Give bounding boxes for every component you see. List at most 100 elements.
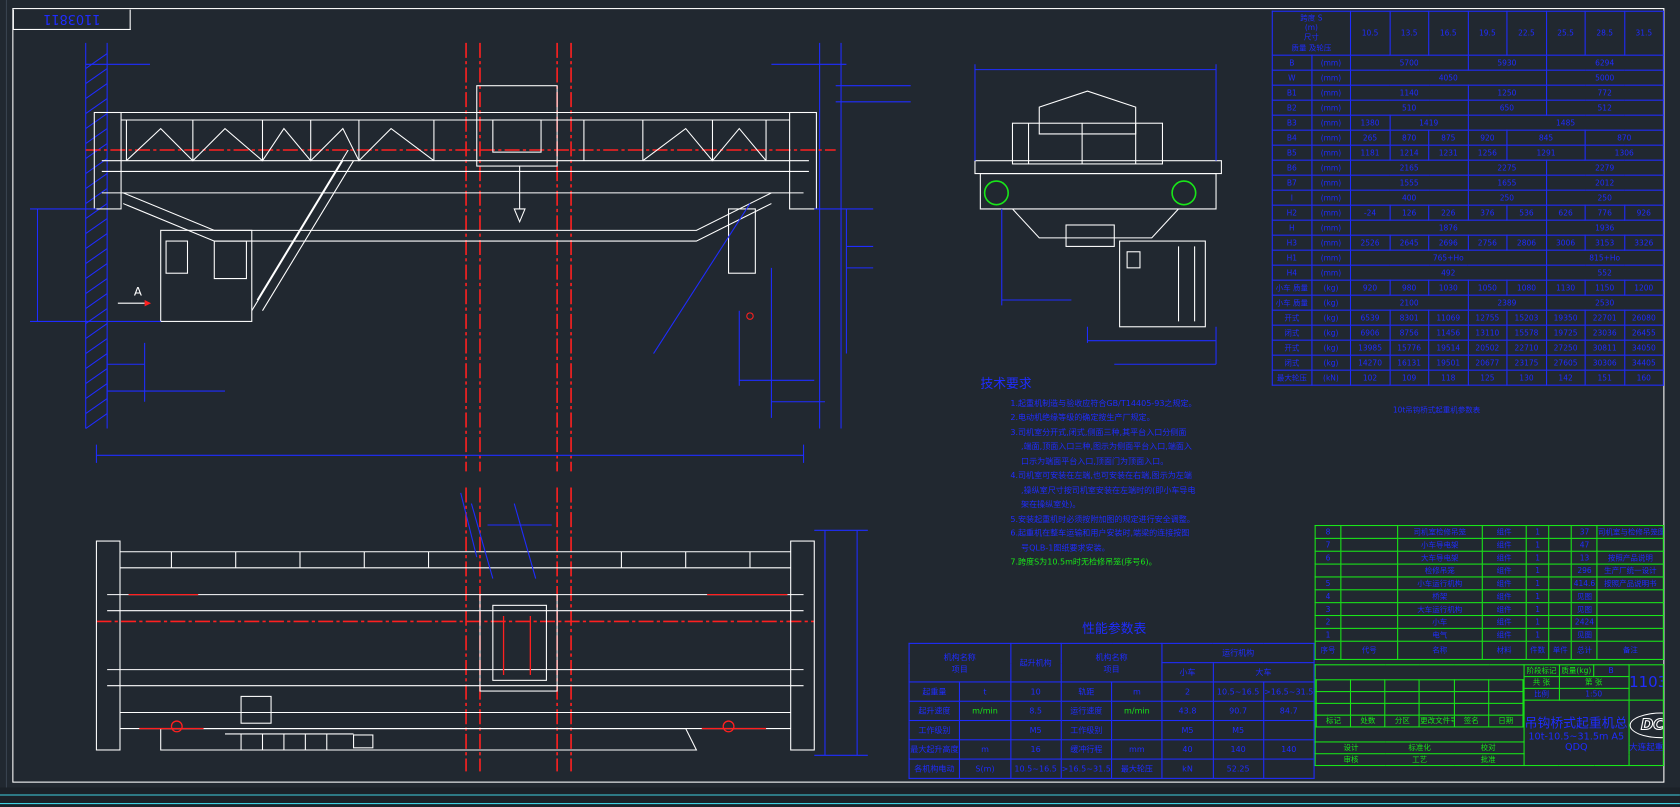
revision-grid: 标记处数分区更改文件号签名日期 xyxy=(1314,664,1525,743)
sign-cell xyxy=(1384,702,1421,716)
perf-cell: 8.5 xyxy=(1009,700,1062,722)
red-centerlines xyxy=(85,42,836,772)
param-label: H1 xyxy=(1271,249,1312,266)
param-value: 13985 xyxy=(1349,339,1391,356)
bom-cell: 1 xyxy=(1525,589,1550,604)
bom-cell xyxy=(1596,627,1664,642)
bom-cell: 1 xyxy=(1525,614,1550,629)
sign-cell xyxy=(1487,679,1523,693)
param-value: 226 xyxy=(1428,204,1469,221)
sign-cell xyxy=(1487,702,1523,716)
param-value: 160 xyxy=(1623,369,1664,386)
perf-cell: m xyxy=(959,739,1011,760)
param-value: 19514 xyxy=(1428,339,1469,356)
param-value: 870 xyxy=(1389,129,1430,146)
bom-header-cell: 备注 xyxy=(1596,640,1664,660)
perf-cell xyxy=(1111,719,1163,741)
drawing-frame xyxy=(12,8,1665,783)
bom-cell: 组件 xyxy=(1481,602,1527,617)
hatch-line xyxy=(85,293,108,310)
param-label: B7 xyxy=(1271,174,1312,191)
crane-elevation-view xyxy=(93,85,817,322)
bom-cell xyxy=(1548,627,1573,642)
note-line: 口示为端面平台入口,顶面门为顶面入口。 xyxy=(1021,455,1169,466)
bom-cell: 414.6 xyxy=(1571,576,1598,591)
tb-sheet-no: 第 张 xyxy=(1558,676,1630,689)
param-unit: (mm) xyxy=(1310,99,1352,116)
bom-cell xyxy=(1548,537,1573,552)
param-label: B xyxy=(1271,54,1312,71)
param-value: 1380 xyxy=(1349,114,1391,131)
hatch-line xyxy=(85,413,108,429)
hatch-line xyxy=(85,383,108,399)
sign-cell xyxy=(1419,702,1455,716)
perf-cell: 90.7 xyxy=(1212,700,1264,722)
param-value: 16131 xyxy=(1389,354,1430,371)
bom-header-cell: 代号 xyxy=(1340,640,1399,660)
bom-cell: 小车 xyxy=(1397,614,1483,629)
sign-cell xyxy=(1384,691,1421,704)
tb-company-cell: DCW 大连起重机器厂 xyxy=(1628,699,1664,767)
param-label: B1 xyxy=(1271,84,1312,101)
bom-cell: 电气 xyxy=(1397,627,1483,642)
param-unit: (mm) xyxy=(1310,144,1352,161)
perf-cell: M5 xyxy=(1212,719,1264,741)
sign-label: 分区 xyxy=(1384,714,1421,728)
bom-cell xyxy=(1340,537,1399,552)
perf-header-travel: 运行机构 xyxy=(1161,642,1315,664)
perf-cell xyxy=(1262,758,1315,779)
param-value: 1130 xyxy=(1545,279,1586,296)
tb-company: 大连起重机器厂 xyxy=(1629,742,1664,753)
sign-label: 标记 xyxy=(1316,714,1352,728)
bom-cell xyxy=(1548,614,1573,629)
bom-cell: 6 xyxy=(1314,550,1342,565)
param-unit: (mm) xyxy=(1310,159,1352,176)
param-value: 20677 xyxy=(1467,354,1508,371)
param-value: 512 xyxy=(1545,99,1664,116)
role-label: 工艺 xyxy=(1412,755,1428,764)
bom-cell xyxy=(1548,563,1573,578)
param-value: 1936 xyxy=(1545,219,1664,236)
bom-header-cell: 总计 xyxy=(1571,640,1598,660)
roles-row: 审核工艺批准 xyxy=(1314,753,1525,767)
bom-cell: 8 xyxy=(1314,524,1342,539)
perf-header-trolley: 小车 xyxy=(1161,662,1214,683)
param-value: 118 xyxy=(1428,369,1469,386)
param-value: 1250 xyxy=(1467,84,1547,101)
bom-cell: 小车导电架 xyxy=(1397,537,1483,552)
param-value: 3153 xyxy=(1584,234,1625,251)
param-value: 130 xyxy=(1506,369,1547,386)
param-unit: (mm) xyxy=(1310,69,1352,86)
sign-cell xyxy=(1350,702,1386,716)
param-label: H2 xyxy=(1271,204,1312,221)
param-value: 23175 xyxy=(1506,354,1547,371)
perf-header-hoist: 起升机构 xyxy=(1009,642,1062,683)
bom-cell xyxy=(1548,589,1573,604)
param-value: 8301 xyxy=(1389,309,1430,326)
param-value: 920 xyxy=(1467,129,1508,146)
bom-cell: 2 xyxy=(1314,614,1342,629)
bom-cell: 1 xyxy=(1525,563,1550,578)
bom-header: 序号代号名称材料件数单件总计备注 xyxy=(1314,640,1664,660)
param-value: 13110 xyxy=(1467,324,1508,341)
param-value: 1655 xyxy=(1467,174,1547,191)
param-value: 15203 xyxy=(1506,309,1547,326)
bom-cell: 1 xyxy=(1525,537,1550,552)
hatch-line xyxy=(85,218,108,235)
param-value: 27605 xyxy=(1545,354,1586,371)
bom-cell: 按照产品说明书 xyxy=(1596,576,1664,591)
param-label: H4 xyxy=(1271,264,1312,281)
perf-cell: >16.5~31.5 xyxy=(1262,681,1315,702)
param-value: 2530 xyxy=(1545,294,1664,311)
